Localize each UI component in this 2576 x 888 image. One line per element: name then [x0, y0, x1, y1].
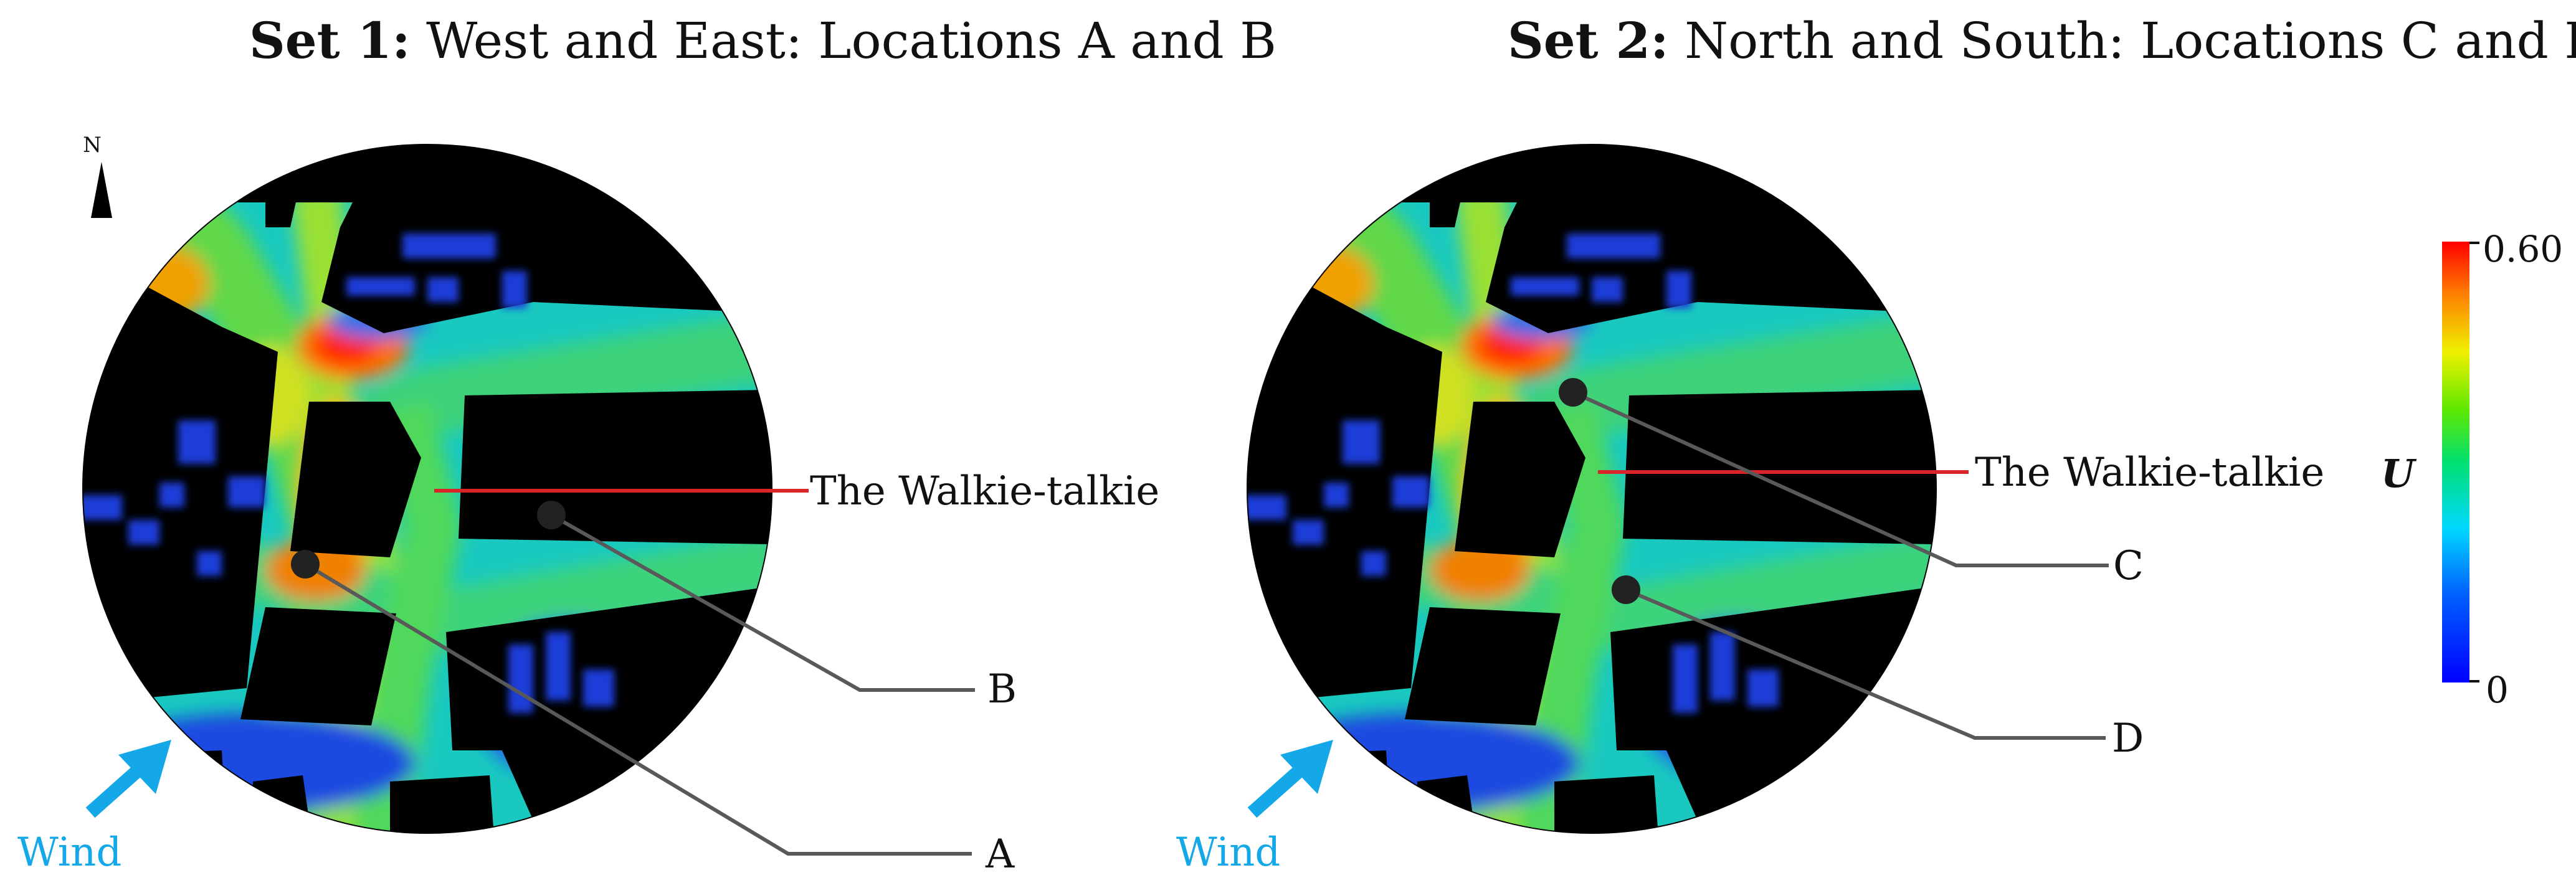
colorbar-min-label: 0: [2486, 669, 2509, 711]
colorbar-variable-label: U: [2381, 451, 2417, 496]
set2-label-c: C: [2113, 543, 2144, 589]
set1-label-a: A: [985, 831, 1015, 877]
north-label: N: [83, 133, 102, 158]
set2-marker-d: [1612, 575, 1640, 604]
set1-title-rest: West and East: Locations A and B: [410, 12, 1276, 70]
colorbar-gradient: [2442, 242, 2469, 683]
set2-title-rest: North and South: Locations C and D: [1668, 12, 2576, 70]
set2-title-bold: Set 2:: [1508, 11, 1669, 70]
set2-wind-arrow-icon: [1247, 740, 1333, 818]
set1-pointer-a: [304, 562, 972, 856]
set2-pointer-c: [1572, 390, 2109, 567]
set2-label-d: D: [2112, 716, 2144, 762]
set2-title: Set 2: North and South: Locations C and …: [1508, 6, 2576, 75]
set2-wind-field: [1218, 115, 1965, 875]
set1-wind-arrow-icon: [85, 740, 171, 818]
set1-title: Set 1: West and East: Locations A and B: [249, 6, 1276, 75]
set1-pointer-b: [550, 513, 975, 692]
set1-marker-b: [537, 501, 566, 529]
set2-building-label: The Walkie-talkie: [1975, 450, 2324, 496]
colorbar-max-label: 0.60: [2483, 228, 2563, 270]
set1-building-label: The Walkie-talkie: [810, 468, 1159, 514]
colorbar: 0.60 0 U: [2381, 228, 2563, 711]
set1-marker-a: [291, 550, 320, 579]
set2-pointer-d: [1625, 588, 2106, 740]
set2-wind-label: Wind: [1176, 829, 1280, 876]
north-arrow-icon: N: [83, 133, 112, 218]
set1-wind-label: Wind: [17, 829, 121, 876]
set1-label-b: B: [987, 666, 1017, 712]
set1-wind-field: [54, 115, 801, 875]
set2-marker-c: [1559, 378, 1587, 407]
set1-title-bold: Set 1:: [249, 11, 411, 70]
